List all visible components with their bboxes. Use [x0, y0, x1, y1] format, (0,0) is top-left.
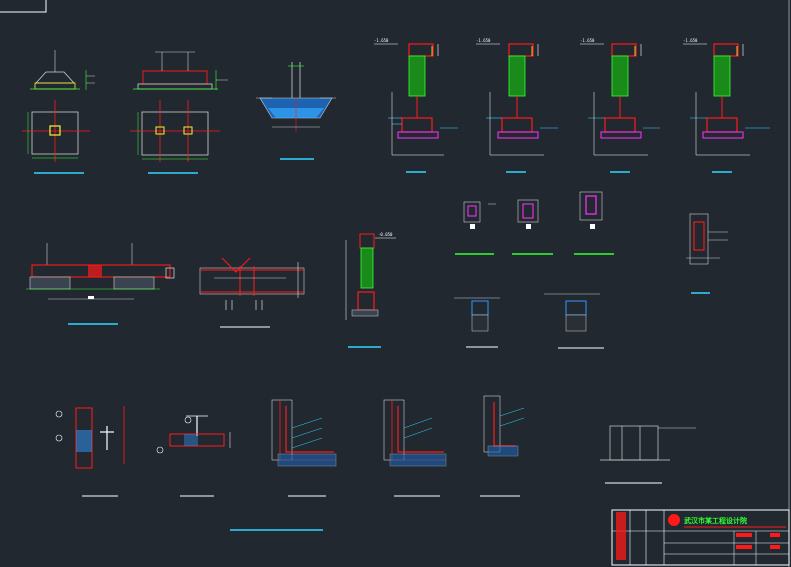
footing-detail-1[interactable] [22, 50, 95, 174]
corner-wall-detail-2[interactable] [383, 399, 447, 497]
column-detail-small-2[interactable] [512, 199, 553, 255]
elevation-label: -1.650 [580, 38, 595, 43]
wall-section-a[interactable]: -1.650 [374, 38, 458, 173]
wall-section-d[interactable]: -1.650 [683, 38, 770, 173]
pit-section[interactable] [600, 425, 696, 484]
footing-detail-2[interactable] [130, 51, 228, 174]
elevation-label: -1.650 [476, 38, 491, 43]
elevation-label: -1.650 [683, 38, 698, 43]
beam-column-joint-detail[interactable] [199, 257, 305, 328]
wall-section-c[interactable]: -1.650 [580, 38, 660, 173]
strip-footing-elevation[interactable] [26, 243, 175, 325]
sheet-corner-tab [0, 0, 47, 13]
company-logo-icon [668, 514, 680, 526]
company-name: 武汉市某工程设计院 [684, 516, 747, 525]
wall-joint-detail-2[interactable] [156, 415, 231, 497]
corner-wall-detail-1[interactable] [271, 399, 337, 497]
elevation-label: -1.650 [374, 38, 389, 43]
title-block[interactable]: 武汉市某工程设计院 [611, 509, 790, 566]
column-section[interactable]: -0.050 [345, 232, 396, 348]
wall-section-b[interactable]: -1.650 [476, 38, 558, 173]
column-detail-small-3[interactable] [574, 191, 614, 255]
corner-wall-detail-3[interactable] [480, 395, 525, 497]
pile-cap-section[interactable] [256, 62, 336, 160]
trench-detail-1[interactable] [454, 297, 500, 348]
column-detail-small-1[interactable] [455, 201, 496, 255]
wall-joint-detail-1[interactable] [55, 406, 125, 497]
wall-opening-detail[interactable] [686, 213, 728, 294]
trench-detail-2[interactable] [544, 293, 604, 349]
elevation-label: -0.050 [378, 232, 393, 237]
